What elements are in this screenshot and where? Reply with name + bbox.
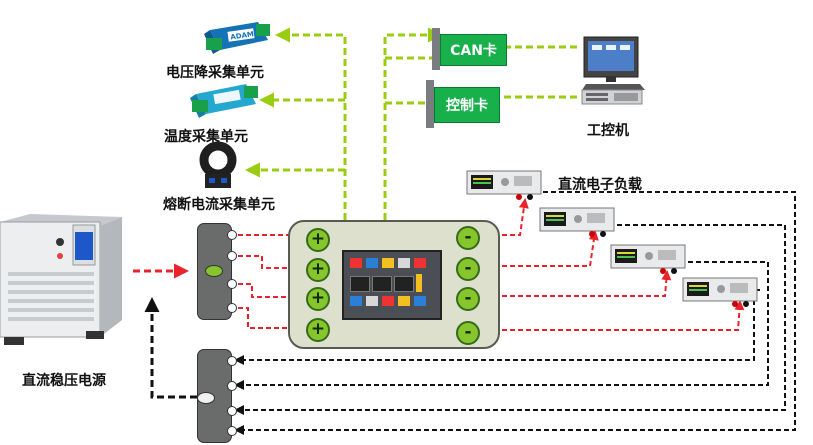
dc-supply-label: 直流稳压电源 <box>22 373 106 389</box>
negative-terminal-2: - <box>456 257 480 281</box>
can-card-label: CAN卡 <box>450 43 497 59</box>
fuse-box <box>342 250 442 320</box>
negative-terminal-1: - <box>456 226 480 250</box>
negative-terminal-4: - <box>456 321 480 345</box>
can-card-bracket <box>432 28 440 70</box>
dc-electronic-load-4 <box>682 277 758 307</box>
return-busbar <box>197 349 232 443</box>
return-busbar-hole <box>227 426 237 436</box>
input-busbar-hole <box>227 303 237 313</box>
control-card-label: 控制卡 <box>446 98 488 114</box>
input-busbar-hole <box>227 279 237 289</box>
input-busbar-node <box>205 265 223 277</box>
current-sensor <box>199 141 237 188</box>
dc-electronic-load-3 <box>610 244 686 274</box>
positive-terminal-1: + <box>306 228 330 252</box>
fuse-current-unit-label: 熔断电流采集单元 <box>163 197 275 213</box>
dc-electronic-load-2 <box>539 207 615 237</box>
voltage-drop-unit-label: 电压降采集单元 <box>166 65 264 81</box>
dc-load-label: 直流电子负载 <box>558 177 642 193</box>
svg-text:ADAM: ADAM <box>230 30 255 41</box>
positive-terminal-2: + <box>306 258 330 282</box>
input-busbar-hole <box>227 251 237 261</box>
industrial-pc <box>581 36 645 105</box>
test-board: + + + + - - - - <box>288 220 500 349</box>
input-busbar <box>197 223 232 320</box>
temperature-module <box>190 84 258 118</box>
can-card: CAN卡 <box>440 34 507 66</box>
positive-terminal-4: + <box>306 318 330 342</box>
control-card: 控制卡 <box>434 87 500 123</box>
voltage-drop-module: ADAM <box>204 22 270 54</box>
control-card-bracket <box>426 80 434 128</box>
input-busbar-hole <box>227 230 237 240</box>
signal-lines <box>245 27 577 220</box>
negative-terminal-3: - <box>456 287 480 311</box>
dc-power-supply <box>0 214 122 345</box>
ipc-label: 工控机 <box>587 123 629 139</box>
dc-electronic-load-1 <box>466 170 542 200</box>
return-busbar-hole <box>227 406 237 416</box>
positive-terminal-3: + <box>306 287 330 311</box>
return-arrow <box>144 297 197 399</box>
return-busbar-hole <box>227 381 237 391</box>
temperature-unit-label: 温度采集单元 <box>164 129 248 145</box>
return-busbar-node <box>197 392 215 404</box>
return-busbar-hole <box>227 356 237 366</box>
